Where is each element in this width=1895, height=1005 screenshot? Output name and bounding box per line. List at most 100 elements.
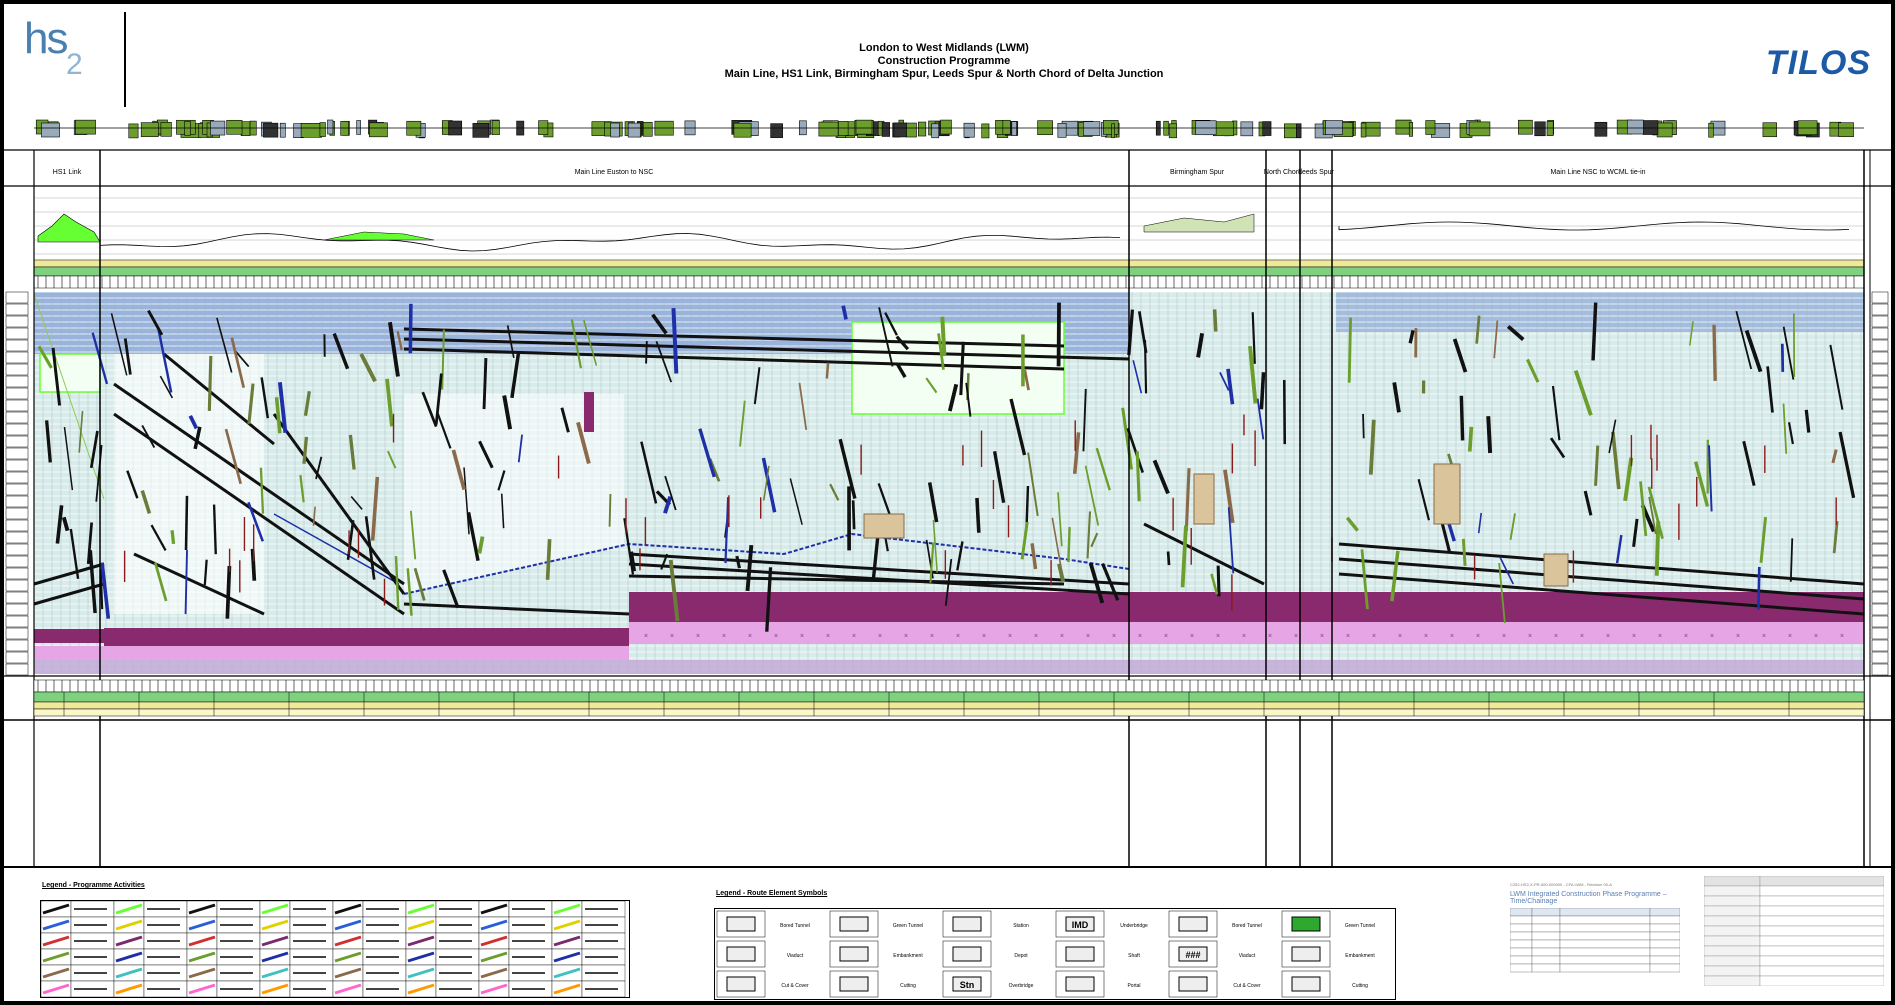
time-axis-cell [1871, 435, 1889, 448]
time-axis-cell [1871, 339, 1889, 352]
legend-swatch [115, 903, 143, 915]
activity-bar [1166, 551, 1171, 566]
activity-bar [851, 500, 856, 530]
time-axis-cell [5, 531, 29, 544]
legend-swatch [480, 983, 508, 995]
route-element [1057, 123, 1067, 138]
activity-bar [739, 400, 746, 447]
revision-cell [1559, 915, 1651, 925]
band-mark: × [1216, 633, 1220, 640]
time-axis-cell [5, 375, 29, 388]
legend-swatch [188, 951, 216, 963]
route-element [893, 122, 907, 138]
route-symbol [839, 976, 869, 992]
time-axis-cell [1871, 387, 1889, 400]
activity-bar [500, 493, 505, 529]
time-axis-cell [1871, 591, 1889, 604]
approval-cell [1759, 905, 1885, 917]
activity-bar [1712, 324, 1717, 381]
legend-swatch [407, 903, 435, 915]
route-element [733, 122, 752, 138]
activity-bar [1831, 449, 1838, 464]
activity-bar [403, 337, 1130, 361]
activity-zone [404, 394, 624, 594]
activity-bar [560, 407, 570, 433]
activity-bar [315, 456, 323, 480]
activity-bar [1227, 507, 1235, 574]
time-axis-cell [1871, 351, 1889, 364]
activity-bar [1829, 344, 1844, 410]
activity-bar [1347, 317, 1353, 383]
activity-bar [965, 382, 972, 417]
band-mark: × [1814, 633, 1818, 640]
route-element [1838, 122, 1854, 138]
document-reference: C252-HS2-X-PR-000-000000 - CFA LWM - Rev… [1509, 882, 1681, 980]
activity-bar [385, 378, 394, 427]
legend-swatch [480, 919, 508, 931]
time-axis-cell [1871, 519, 1889, 532]
activity-bar [403, 347, 1065, 371]
activity-bar [502, 395, 513, 430]
legend-swatch [334, 935, 362, 947]
revision-cell [1531, 931, 1561, 941]
activity-bar [403, 327, 1065, 348]
route-element [1002, 119, 1011, 135]
band-mark: × [1034, 633, 1038, 640]
activity-bar [312, 506, 316, 526]
legend-swatch [334, 983, 362, 995]
activity-bar [655, 341, 673, 383]
revision-cell [1531, 939, 1561, 949]
legend-swatch [188, 967, 216, 979]
route-element [1083, 121, 1101, 136]
band-mark: × [1554, 633, 1558, 640]
activity-bar [545, 539, 552, 580]
legend-swatch [334, 919, 362, 931]
activity-bar [629, 551, 637, 572]
activity-bar [184, 550, 188, 615]
activity-bar [37, 345, 53, 369]
legend-swatch [261, 983, 289, 995]
title-line-2: Construction Programme [877, 55, 1011, 67]
activity-bar [1549, 437, 1566, 459]
band-mark: × [1138, 633, 1142, 640]
band-mark: × [982, 633, 986, 640]
activity-bar [570, 319, 582, 369]
time-axis-cell [1871, 615, 1889, 628]
time-axis-cell [5, 567, 29, 580]
activity-bar [1789, 538, 1794, 582]
activity-bar [628, 574, 1065, 586]
revision-cell [1649, 963, 1681, 973]
route-symbol-label: Cut & Cover [781, 983, 809, 989]
activity-bar [660, 553, 669, 570]
legend-swatch [553, 967, 581, 979]
route-element [770, 123, 783, 138]
activity-bar [1832, 520, 1839, 554]
activity-bar [1251, 312, 1256, 364]
legend-swatch [115, 919, 143, 931]
route-symbol-text: Stn [960, 980, 975, 990]
activity-bar [1226, 368, 1235, 405]
document-title: LWM Integrated Construction Phase Progra… [1510, 891, 1667, 905]
activity-bar [1623, 457, 1634, 502]
time-axis-cell [5, 543, 29, 556]
activity-bar [277, 382, 288, 433]
time-axis-cell [1871, 459, 1889, 472]
approval-cell [1759, 875, 1885, 887]
approval-cell [1759, 925, 1885, 937]
time-axis-cell [5, 651, 29, 664]
activity-bar [463, 467, 470, 535]
time-axis-cell [5, 639, 29, 652]
activity-bar [1256, 398, 1265, 440]
activity-bar [212, 504, 217, 555]
band-mark: × [1580, 633, 1584, 640]
activity-bar [640, 441, 658, 504]
activity-bar [409, 510, 417, 560]
time-axis-cell [1871, 507, 1889, 520]
activity-bar [193, 426, 202, 450]
route-symbol-label: Viaduct [787, 953, 804, 959]
activity-bar [1493, 320, 1499, 359]
route-element [41, 122, 60, 138]
band-mark: × [1112, 633, 1116, 640]
approval-table [1703, 875, 1885, 987]
